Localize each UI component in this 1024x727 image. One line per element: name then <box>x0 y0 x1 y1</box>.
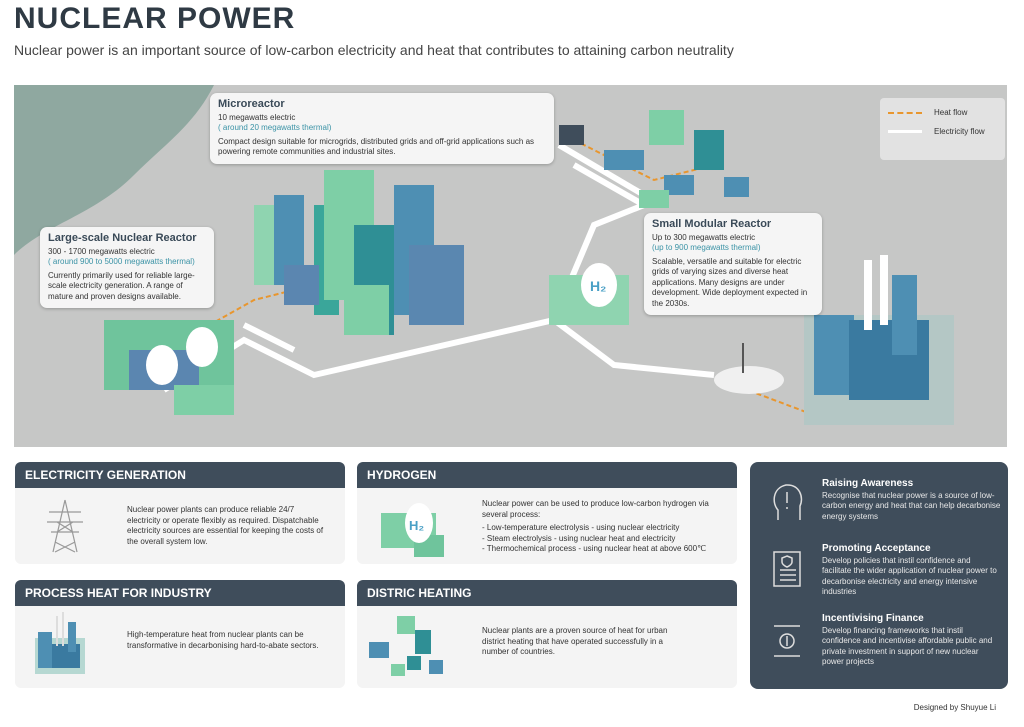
legend-electricity-label: Electricity flow <box>934 127 985 136</box>
industrial-site <box>804 255 954 425</box>
electricity-flow-swatch <box>888 130 922 133</box>
card-title: PROCESS HEAT FOR INDUSTRY <box>15 580 345 606</box>
card-hydrogen: HYDROGEN H₂ Nuclear power can be used to… <box>357 462 737 564</box>
card-text: High-temperature heat from nuclear plant… <box>127 630 319 650</box>
policy-title: Promoting Acceptance <box>822 543 931 554</box>
large-reactor-callout: Large-scale Nuclear Reactor 300 - 1700 m… <box>40 227 214 308</box>
transmission-tower-icon <box>47 499 83 553</box>
large-reactor-electric: 300 - 1700 megawatts electric <box>48 246 155 256</box>
card-title: ELECTRICITY GENERATION <box>15 462 345 488</box>
hydrogen-process-item: - Steam electrolysis - using nuclear hea… <box>482 533 676 543</box>
page-title: NUCLEAR POWER <box>14 2 296 35</box>
map-legend: Heat flow Electricity flow <box>880 98 1005 160</box>
legend-heat: Heat flow <box>888 108 997 117</box>
microreactor-electric: 10 megawatts electric <box>218 112 296 122</box>
hydrogen-plant-icon: H₂ <box>381 503 444 557</box>
hydrogen-process-item: - Thermochemical process - using nuclear… <box>482 544 707 553</box>
houses-icon <box>369 616 443 676</box>
energy-map-illustration: H₂ Microreactor 10 megawatts electric ( … <box>14 85 1007 447</box>
microreactor-thermal: ( around 20 megawatts thermal) <box>218 123 332 132</box>
hydrogen-intro: Nuclear power can be used to produce low… <box>482 499 709 519</box>
smr-electric: Up to 300 megawatts electric <box>652 232 756 242</box>
card-title: DISTRIC HEATING <box>357 580 737 606</box>
city-buildings <box>254 170 464 335</box>
h2-icon-label: H₂ <box>409 518 424 533</box>
card-title: HYDROGEN <box>357 462 737 488</box>
hydrogen-plant: H₂ <box>549 263 629 325</box>
heat-flow-swatch <box>888 111 922 114</box>
microreactor-callout: Microreactor 10 megawatts electric ( aro… <box>210 93 554 164</box>
smr-title: Small Modular Reactor <box>652 218 772 230</box>
page-subtitle: Nuclear power is an important source of … <box>14 42 734 58</box>
policy-text: Recognise that nuclear power is a source… <box>822 490 1001 521</box>
designer-credit: Designed by Shuyue Li <box>913 703 996 712</box>
policy-title: Incentivising Finance <box>822 613 924 624</box>
map-drawing: H₂ <box>14 85 954 425</box>
card-text: Nuclear plants are a proven source of he… <box>482 626 668 656</box>
policy-title: Raising Awareness <box>822 478 914 489</box>
smr-callout: Small Modular Reactor Up to 300 megawatt… <box>644 213 822 315</box>
head-exclamation-icon <box>773 484 803 520</box>
card-district-heating: DISTRIC HEATING Nuclear plants are a pro… <box>357 580 737 688</box>
card-text: Nuclear power plants can produce reliabl… <box>127 505 324 546</box>
large-reactor-thermal: ( around 900 to 5000 megawatts thermal) <box>48 257 195 266</box>
h2-label: H₂ <box>590 278 606 294</box>
policy-text: Develop policies that instil confidence … <box>822 555 997 597</box>
district-houses <box>559 110 749 208</box>
smr-unit <box>714 343 784 394</box>
hydrogen-process-item: - Low-temperature electrolysis - using n… <box>482 523 680 532</box>
card-electricity-generation: ELECTRICITY GENERATION Nuclear power pla… <box>15 462 345 564</box>
policy-text: Develop financing frameworks that instil… <box>822 625 993 667</box>
large-reactor-title: Large-scale Nuclear Reactor <box>48 232 197 244</box>
water <box>14 85 214 255</box>
large-reactor-desc: Currently primarily used for reliable la… <box>48 270 195 301</box>
legend-heat-label: Heat flow <box>934 108 968 117</box>
microreactor-title: Microreactor <box>218 98 285 110</box>
legend-electricity: Electricity flow <box>888 127 997 136</box>
card-process-heat: PROCESS HEAT FOR INDUSTRY High-temperatu… <box>15 580 345 688</box>
smr-thermal: (up to 900 megawatts thermal) <box>652 243 761 252</box>
hand-money-icon <box>774 625 800 657</box>
industrial-plant-icon <box>35 612 85 674</box>
large-reactor-site <box>104 320 234 415</box>
smr-desc: Scalable, versatile and suitable for ele… <box>652 256 808 308</box>
policy-document-icon <box>773 551 801 587</box>
microreactor-desc: Compact design suitable for microgrids, … <box>218 136 535 157</box>
hydrogen-text: Nuclear power can be used to produce low… <box>482 499 727 555</box>
